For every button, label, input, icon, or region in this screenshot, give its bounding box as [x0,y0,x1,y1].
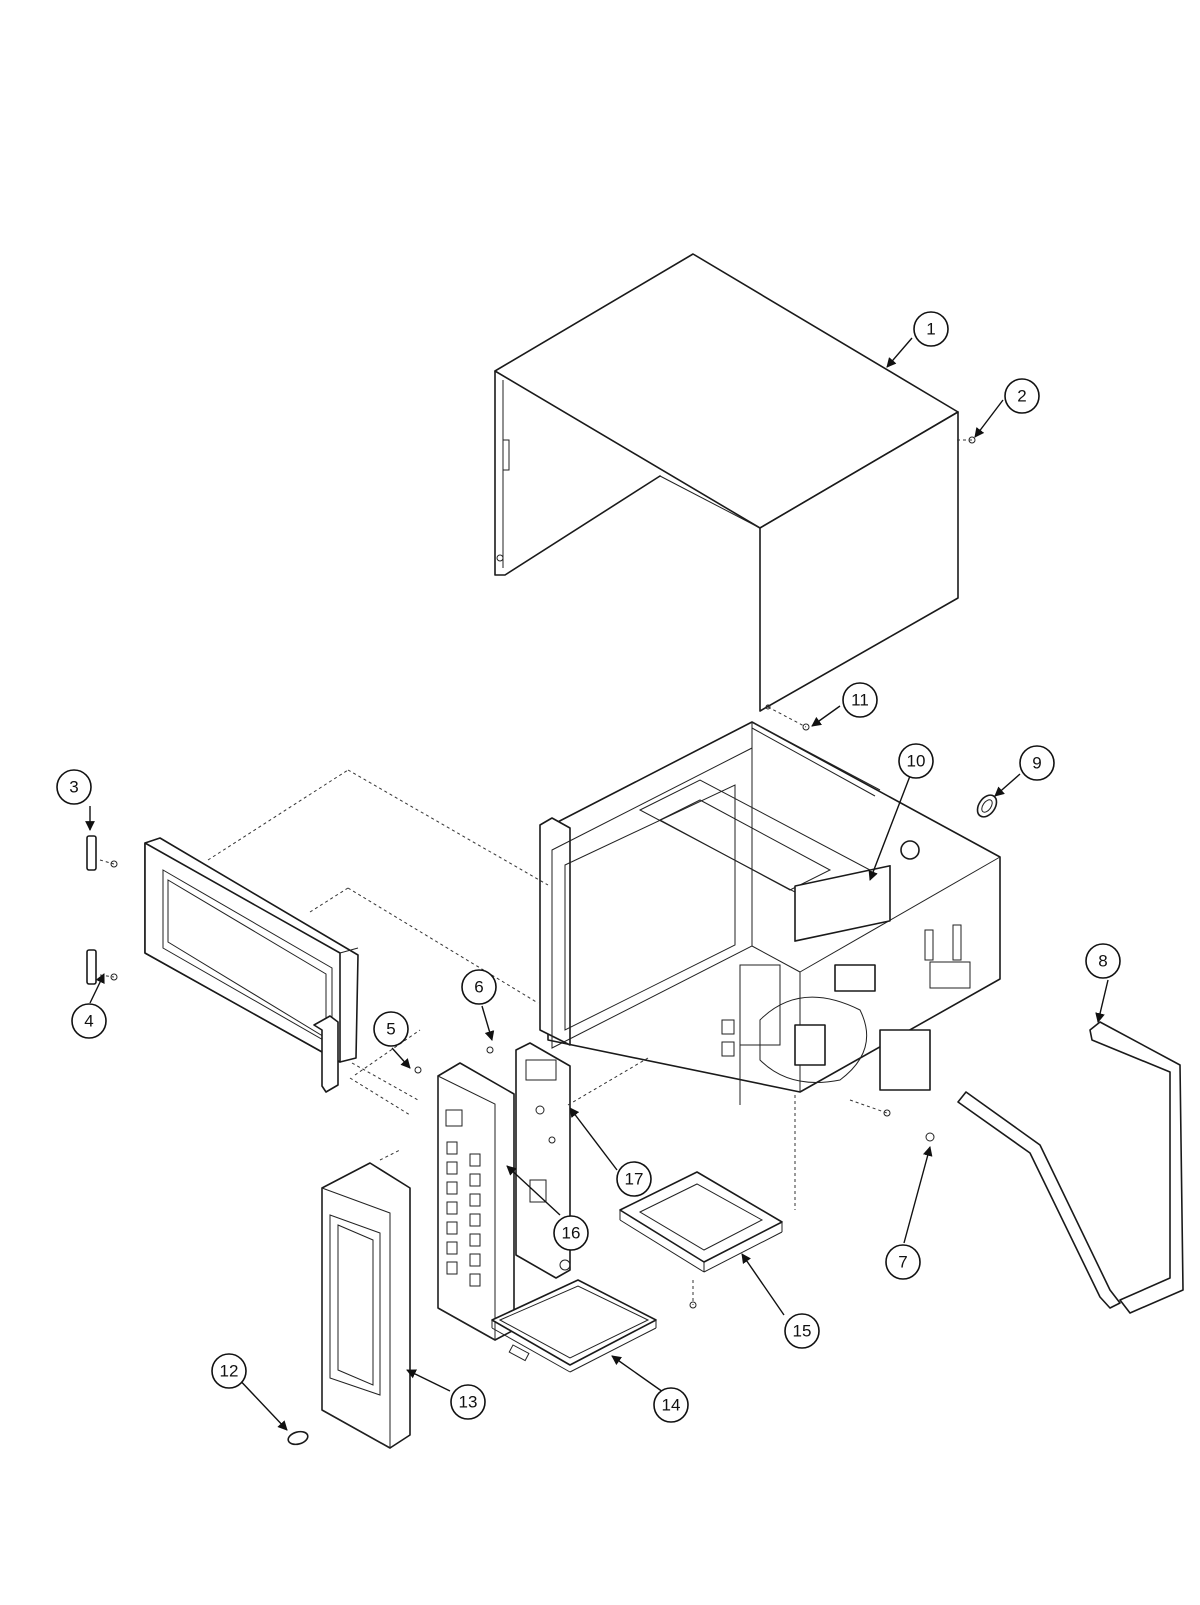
callout-5: 5 [373,1011,409,1047]
foot-pad [287,1430,309,1446]
callout-leaders [85,337,1109,1431]
svg-text:9: 9 [1032,754,1041,773]
assembly-lines [99,439,972,1305]
svg-text:5: 5 [386,1020,395,1039]
callout-17: 17 [616,1161,652,1197]
callout-1: 1 [913,311,949,347]
svg-text:1: 1 [926,320,935,339]
oven-chassis [539,721,1001,1105]
svg-text:2: 2 [1017,387,1026,406]
svg-text:4: 4 [84,1012,93,1031]
base-frame [619,1171,783,1273]
callout-10: 10 [898,743,934,779]
callout-7: 7 [885,1244,921,1280]
feet-grommet [976,794,998,818]
svg-text:14: 14 [662,1396,681,1415]
svg-text:10: 10 [907,752,926,771]
svg-text:15: 15 [793,1322,812,1341]
seal-strip [957,1021,1184,1314]
svg-text:6: 6 [474,978,483,997]
outer-cabinet-wrapper [494,253,959,712]
callout-16: 16 [553,1215,589,1251]
control-circuit-board [515,1042,571,1279]
door-assembly [144,837,359,1093]
callout-13: 13 [450,1384,486,1420]
svg-text:13: 13 [459,1393,478,1412]
control-panel-frame [321,1162,411,1449]
svg-text:7: 7 [898,1253,907,1272]
svg-text:12: 12 [220,1362,239,1381]
callout-9: 9 [1019,745,1055,781]
callout-14: 14 [653,1387,689,1423]
svg-text:17: 17 [625,1170,644,1189]
callout-4: 4 [71,1003,107,1039]
bottom-plate [491,1279,657,1373]
callout-11: 11 [842,682,878,718]
svg-text:11: 11 [851,691,869,710]
svg-text:8: 8 [1098,952,1107,971]
svg-text:16: 16 [562,1224,581,1243]
callout-12: 12 [211,1353,247,1389]
callout-3: 3 [56,769,92,805]
callout-2: 2 [1004,378,1040,414]
callout-15: 15 [784,1313,820,1349]
hinge-pin-lower [86,949,118,985]
callout-8: 8 [1085,943,1121,979]
hinge-pin-upper [86,835,118,871]
keypad-control-panel [437,1062,515,1341]
svg-text:3: 3 [69,778,78,797]
callout-6: 6 [461,969,497,1005]
